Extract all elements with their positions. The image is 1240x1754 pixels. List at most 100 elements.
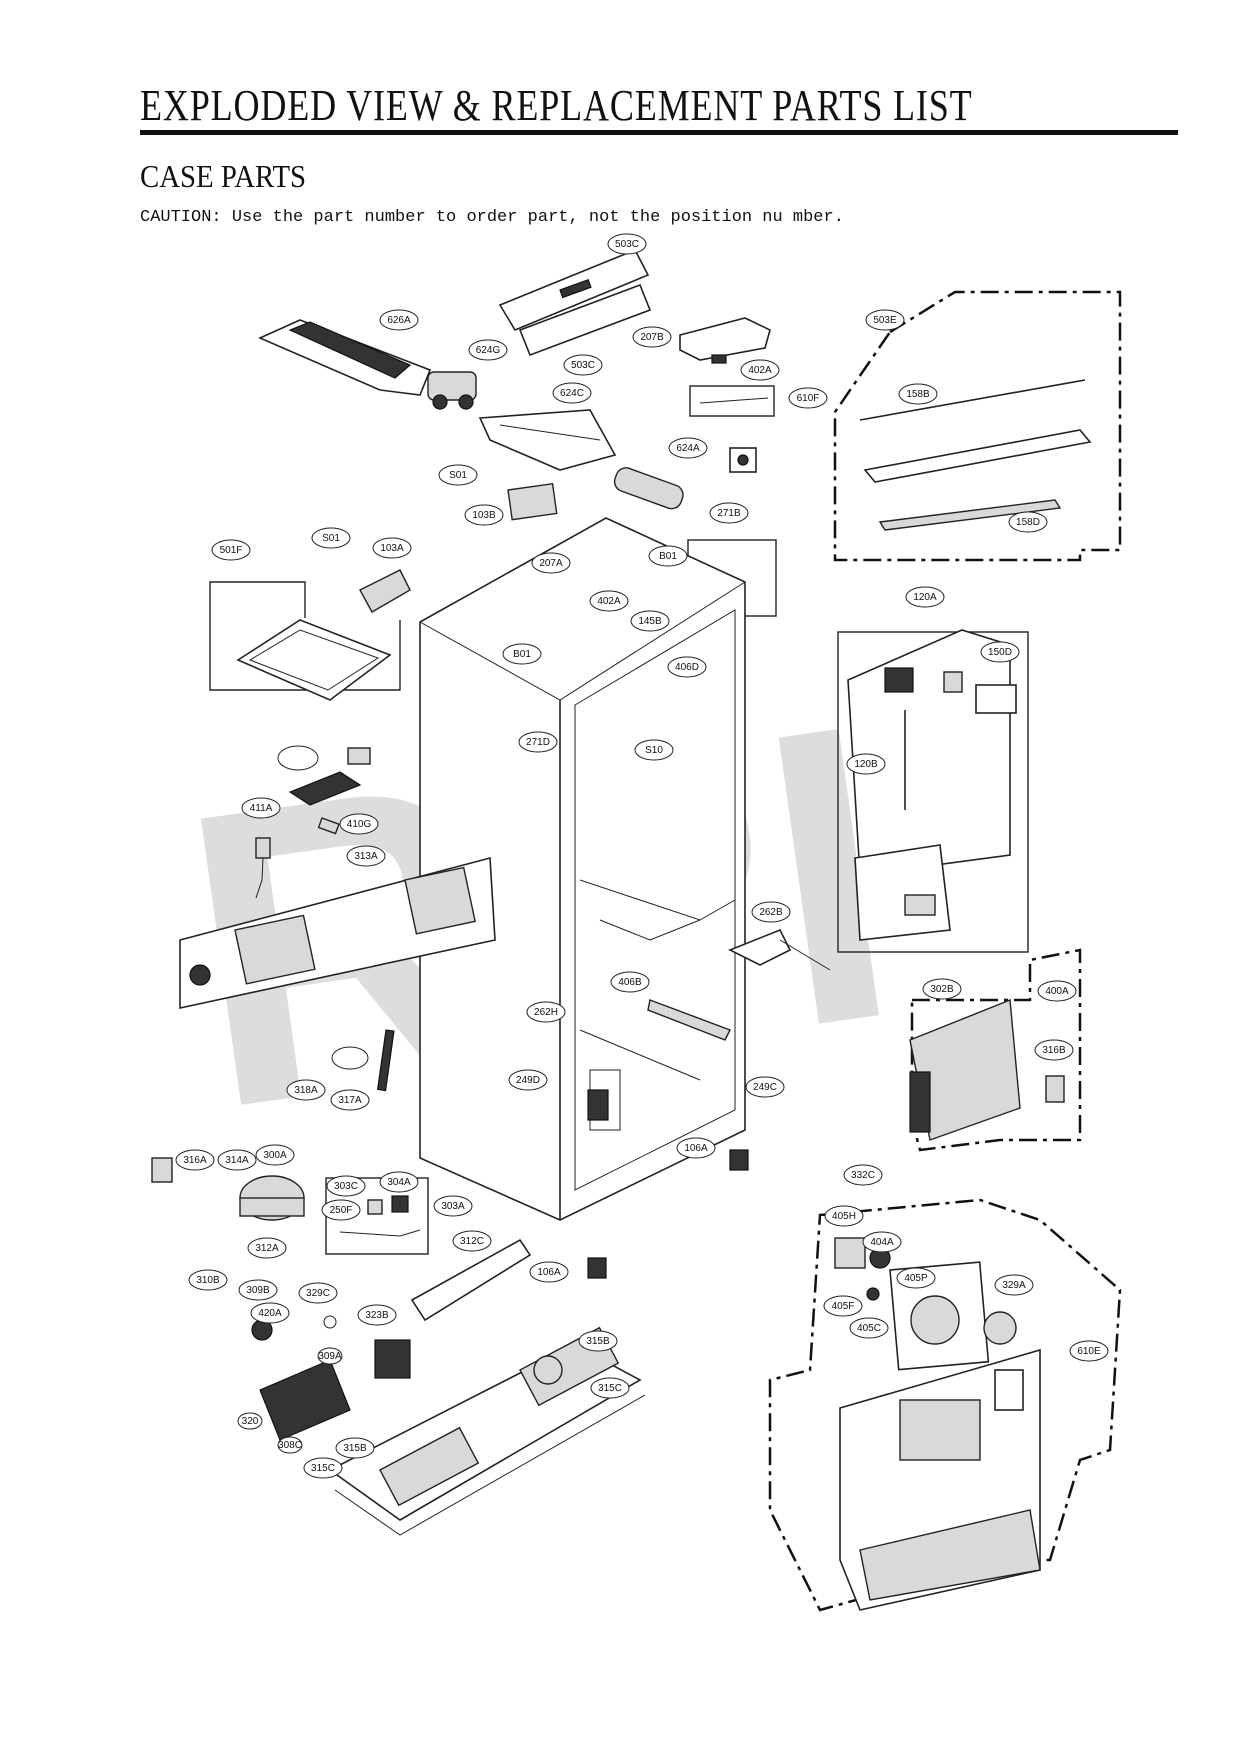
label-text: 150D [988, 647, 1012, 658]
label-text: 303C [334, 1181, 358, 1192]
label-text: 624G [476, 345, 501, 356]
part-label-624g: 624G [468, 339, 508, 361]
label-text: 309A [318, 1351, 342, 1362]
label-bubble [846, 753, 886, 775]
label-text: 410G [347, 819, 372, 830]
label-text: 207B [640, 332, 664, 343]
label-text: 406D [675, 662, 699, 673]
label-bubble [1034, 1039, 1074, 1061]
label-text: 626A [387, 315, 411, 326]
label-text: 314A [225, 1155, 249, 1166]
label-text: B01 [659, 551, 677, 562]
part-label-158d: 158D [1008, 511, 1048, 533]
label-bubble [676, 1137, 716, 1159]
part-label-302b: 302B [922, 978, 962, 1000]
label-text: 402A [748, 365, 772, 376]
group-box-wire-610F [689, 385, 775, 417]
label-text: 404A [870, 1237, 894, 1248]
part-313A-back-cover [179, 856, 496, 1009]
label-bubble [1008, 511, 1048, 533]
label-text: 250F [330, 1205, 353, 1216]
label-bubble [237, 1412, 263, 1430]
label-text: 503C [615, 239, 639, 250]
part-329A-fan-blade [983, 1311, 1017, 1345]
label-text: 503E [873, 315, 897, 326]
part-label-501f: 501F [211, 539, 251, 561]
part-316B-block [1045, 1075, 1065, 1103]
label-text: 249D [516, 1075, 540, 1086]
label-text: 120B [854, 759, 878, 770]
part-label-626a: 626A [379, 309, 419, 331]
label-bubble [994, 1274, 1034, 1296]
part-label-404a: 404A [862, 1231, 902, 1253]
part-624C-duct [478, 409, 617, 471]
label-bubble [188, 1269, 228, 1291]
label-text: 303A [441, 1201, 465, 1212]
part-120B-cover-panel [847, 629, 1011, 876]
part-label-411a: 411A [241, 797, 281, 819]
part-label-405h: 405H [824, 1205, 864, 1227]
label-text: 313A [354, 851, 378, 862]
label-bubble [740, 359, 780, 381]
label-bubble [589, 590, 629, 612]
label-bubble [1069, 1340, 1109, 1362]
title-rule [140, 130, 1178, 135]
label-text: 405C [857, 1323, 881, 1334]
label-bubble [518, 731, 558, 753]
caution-note: CAUTION: Use the part number to order pa… [140, 208, 844, 227]
part-label-262h: 262H [526, 1001, 566, 1023]
label-text: 332C [851, 1170, 875, 1181]
label-text: 420A [258, 1308, 282, 1319]
part-label-400a: 400A [1037, 980, 1077, 1002]
group-outline-fan-assembly [768, 1198, 1122, 1612]
label-bubble [862, 1231, 902, 1253]
label-text: 316A [183, 1155, 207, 1166]
group-outline-door-trim [833, 290, 1122, 562]
part-label-249c: 249C [745, 1076, 785, 1098]
label-text: S10 [645, 745, 663, 756]
label-text: 312A [255, 1243, 279, 1254]
label-bubble [508, 1069, 548, 1091]
label-text: 317A [338, 1095, 362, 1106]
label-text: 329C [306, 1288, 330, 1299]
part-label-410g: 410G [339, 813, 379, 835]
part-420A-fan-motor [251, 1315, 337, 1341]
label-text: 262B [759, 907, 783, 918]
part-410G-bulb [317, 817, 340, 835]
part-303A-relay [339, 1195, 421, 1237]
part-label-503c-bot: 503C [563, 354, 603, 376]
label-text: 400A [1045, 986, 1069, 997]
label-text: 106A [684, 1143, 708, 1154]
label-bubble [607, 233, 647, 255]
label-bubble [321, 1199, 361, 1221]
label-text: 312C [460, 1236, 484, 1247]
label-bubble [241, 797, 281, 819]
label-text: 300A [263, 1150, 287, 1161]
label-bubble [898, 383, 938, 405]
part-312C-cover [410, 1238, 532, 1322]
blank-label-board [277, 745, 319, 771]
label-text: 106A [537, 1267, 561, 1278]
part-label-313a: 313A [346, 845, 386, 867]
part-label-150d: 150D [980, 641, 1020, 663]
part-label-207b: 207B [632, 326, 672, 348]
label-bubble [709, 502, 749, 524]
label-bubble [438, 464, 478, 486]
part-label-420a: 420A [250, 1302, 290, 1324]
label-bubble [335, 1437, 375, 1459]
part-150D-pad [975, 684, 1017, 714]
label-bubble [286, 1079, 326, 1101]
group-box-501F-top [232, 581, 306, 618]
label-bubble [317, 1347, 343, 1365]
label-bubble [468, 339, 508, 361]
label-bubble [277, 1436, 303, 1454]
part-501F-tray [236, 619, 392, 701]
part-label-106a-b: 106A [529, 1261, 569, 1283]
label-text: B01 [513, 649, 531, 660]
label-bubble [843, 1164, 883, 1186]
part-label-316b: 316B [1034, 1039, 1074, 1061]
part-label-309a: 309A [317, 1347, 343, 1365]
part-label-271b: 271B [709, 502, 749, 524]
part-label-317a: 317A [330, 1089, 370, 1111]
part-label-303a: 303A [433, 1195, 473, 1217]
